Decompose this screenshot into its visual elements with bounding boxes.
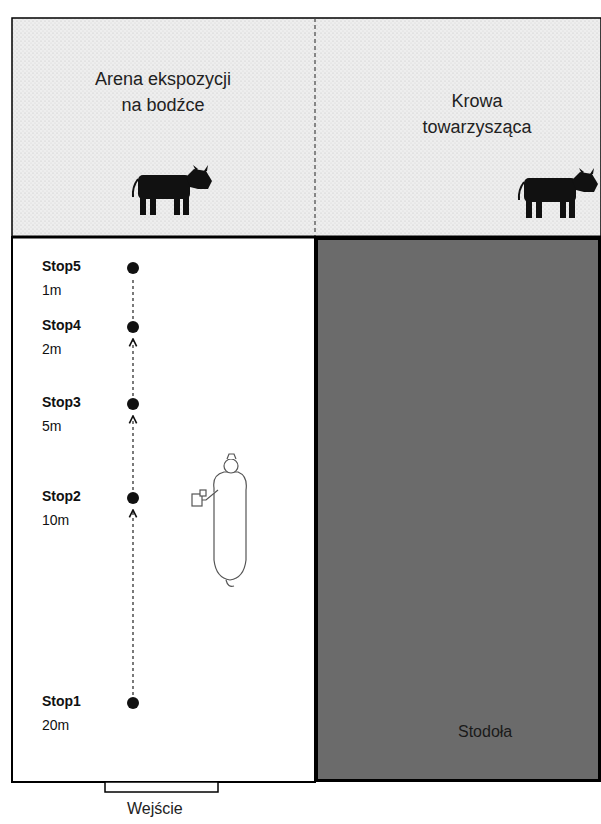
stop-name: Stop3 bbox=[42, 394, 81, 410]
approach-path bbox=[132, 339, 133, 396]
stop-point: Stop35m bbox=[127, 398, 139, 410]
barn-label: Stodoła bbox=[458, 723, 512, 741]
approach-path bbox=[132, 416, 133, 490]
stop-name: Stop5 bbox=[42, 258, 81, 274]
stop-distance: 20m bbox=[42, 717, 69, 733]
approach-path bbox=[132, 510, 133, 695]
entrance-label: Wejście bbox=[127, 800, 183, 818]
region-band: Krowa towarzysząca bbox=[315, 18, 601, 237]
cow-icon bbox=[133, 165, 212, 215]
stop-distance: 10m bbox=[42, 512, 69, 528]
band-divider bbox=[314, 18, 315, 237]
stop-distance: 2m bbox=[42, 341, 61, 357]
region-label: Arena ekspozycji na bodźce bbox=[88, 66, 238, 118]
approach-path bbox=[132, 280, 133, 319]
region-band: Arena ekspozycji na bodźce bbox=[12, 18, 315, 237]
stop-distance: 1m bbox=[42, 282, 61, 298]
region-label: Krowa towarzysząca bbox=[407, 88, 547, 140]
arena-floor bbox=[12, 237, 315, 782]
stop-point: Stop120m bbox=[127, 697, 139, 709]
stop-name: Stop1 bbox=[42, 693, 81, 709]
stop-distance: 5m bbox=[42, 418, 61, 434]
stop-name: Stop2 bbox=[42, 488, 81, 504]
entrance-gate bbox=[105, 782, 218, 792]
stop-point: Stop210m bbox=[127, 492, 139, 504]
barn-region: Stodoła bbox=[315, 237, 601, 782]
handler-figure bbox=[192, 454, 246, 586]
stop-point: Stop42m bbox=[127, 321, 139, 333]
stop-point: Stop51m bbox=[127, 262, 139, 274]
cow-icon bbox=[519, 168, 598, 218]
top-band bbox=[12, 18, 601, 237]
stop-name: Stop4 bbox=[42, 317, 81, 333]
